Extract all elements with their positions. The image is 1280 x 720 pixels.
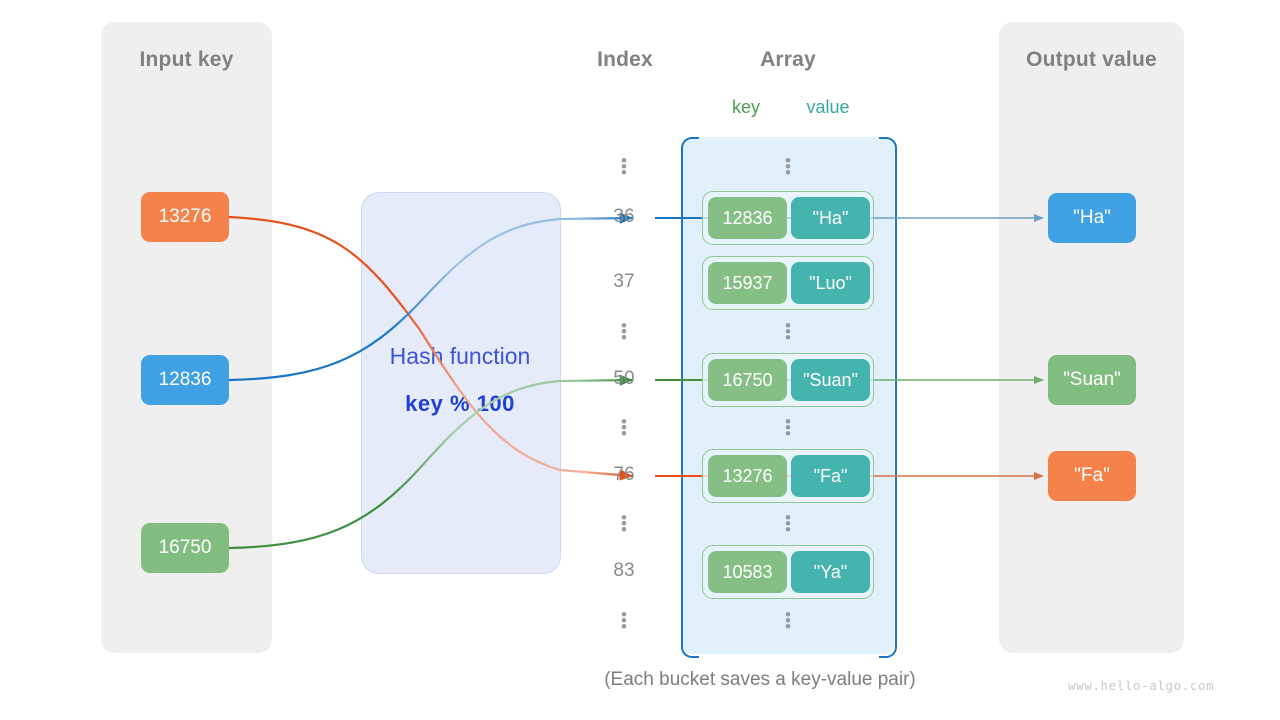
key-column-header: key — [731, 97, 760, 117]
index-label-37: 37 — [613, 271, 635, 292]
bucket-value: "Suan" — [791, 359, 870, 401]
bucket-key: 15937 — [708, 262, 787, 304]
bucket-row[interactable]: 15937 "Luo" — [702, 256, 874, 310]
bucket-key: 16750 — [708, 359, 787, 401]
output-value-panel-title: Output value — [1026, 48, 1157, 71]
index-label-36: 36 — [613, 206, 635, 227]
value-column-header: value — [806, 97, 850, 117]
index-label-50: 50 — [613, 368, 635, 389]
diagram-caption: (Each bucket saves a key-value pair) — [604, 669, 916, 690]
watermark: www.hello-algo.com — [1068, 678, 1215, 693]
array-column-header: Array — [760, 48, 816, 71]
bucket-key: 13276 — [708, 455, 787, 497]
hash-function-formula: key % 100 — [405, 391, 515, 416]
array-bracket-left — [681, 137, 699, 658]
index-ellipsis-top: ••• — [621, 151, 627, 182]
bucket-row[interactable]: 12836 "Ha" — [702, 191, 874, 245]
hash-function-label: Hash function — [389, 343, 531, 369]
bucket-row[interactable]: 10583 "Ya" — [702, 545, 874, 599]
output-value-chip-suan[interactable]: "Suan" — [1048, 355, 1136, 405]
input-key-chip-16750[interactable]: 16750 — [141, 523, 229, 573]
array-ellipsis-top: ••• — [785, 151, 791, 182]
bucket-row[interactable]: 13276 "Fa" — [702, 449, 874, 503]
bucket-value: "Fa" — [791, 455, 870, 497]
array-bracket-right — [879, 137, 897, 658]
output-value-chip-ha[interactable]: "Ha" — [1048, 193, 1136, 243]
bucket-key: 10583 — [708, 551, 787, 593]
output-value-chip-fa[interactable]: "Fa" — [1048, 451, 1136, 501]
bucket-value: "Luo" — [791, 262, 870, 304]
index-ellipsis-4: ••• — [621, 508, 627, 539]
index-label-83: 83 — [613, 560, 635, 581]
input-key-panel-title: Input key — [139, 48, 234, 71]
bucket-value: "Ya" — [791, 551, 870, 593]
array-ellipsis-4: ••• — [785, 508, 791, 539]
hash-function-box — [361, 192, 561, 574]
index-label-76: 76 — [613, 464, 635, 485]
array-ellipsis-bottom: ••• — [785, 605, 791, 636]
input-key-chip-12836[interactable]: 12836 — [141, 355, 229, 405]
output-value-panel — [999, 22, 1184, 653]
bucket-value: "Ha" — [791, 197, 870, 239]
array-ellipsis-2: ••• — [785, 316, 791, 347]
index-ellipsis-3: ••• — [621, 412, 627, 443]
array-ellipsis-3: ••• — [785, 412, 791, 443]
index-ellipsis-2: ••• — [621, 316, 627, 347]
index-ellipsis-bottom: ••• — [621, 605, 627, 636]
index-column-header: Index — [597, 48, 653, 71]
input-key-chip-13276[interactable]: 13276 — [141, 192, 229, 242]
bucket-row[interactable]: 16750 "Suan" — [702, 353, 874, 407]
bucket-key: 12836 — [708, 197, 787, 239]
